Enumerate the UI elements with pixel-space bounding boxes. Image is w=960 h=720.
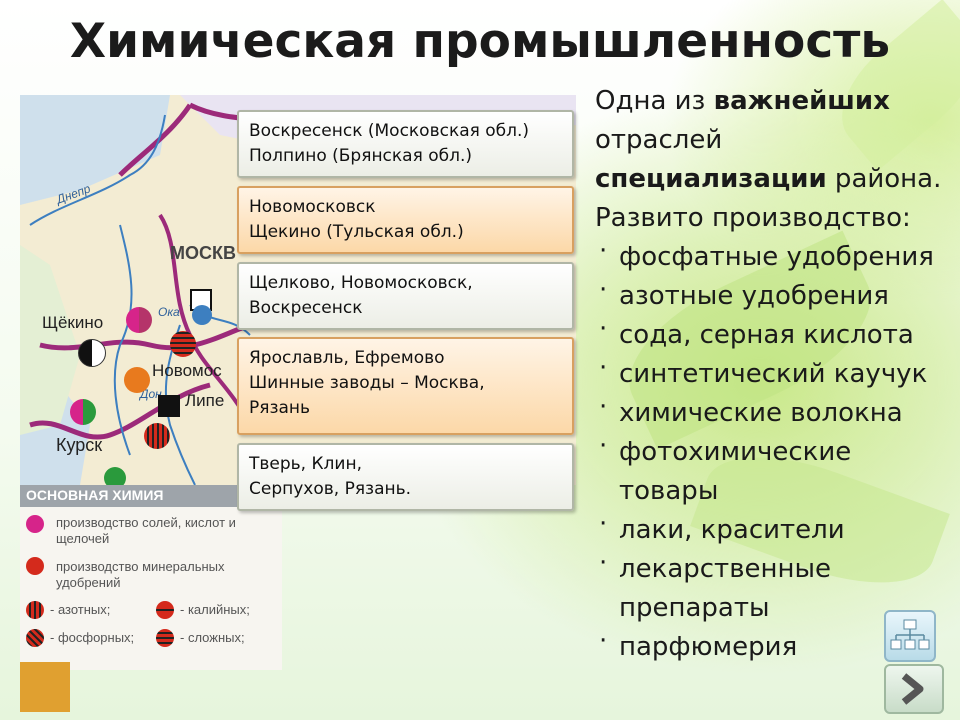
map-marker-salts [126,307,152,333]
sitemap-icon [890,619,930,650]
list-item: химические волокна [595,388,955,433]
map-marker-green [104,467,126,485]
list-item: лекарственные препараты [595,544,869,628]
map-marker-blue [192,305,212,325]
map-label-lipetsk: Липе [185,391,225,410]
map-marker-phosphate [70,399,96,425]
intro-text: района. [826,164,942,194]
city-box-1: Воскресенск (Московская обл.) Полпино (Б… [237,110,574,178]
city-box-line: Новомосковск [249,197,376,217]
list-item: лаки, красители [595,505,955,550]
description-text: Одна из важнейших отраслей специализации… [595,82,955,667]
legend-potash-dot [156,601,174,619]
city-box-line: Ярославль, Ефремово [249,348,445,368]
city-box-line: Рязань [249,398,311,418]
city-box-line: Щелково, Новомосковск, [249,273,473,293]
city-box-4: Ярославль, Ефремово Шинные заводы – Моск… [237,337,574,435]
city-box-line: Воскресенск (Московская обл.) [249,121,530,141]
city-box-line: Щекино (Тульская обл.) [249,222,464,242]
map-legend: ОСНОВНАЯ ХИМИЯ производство солей, кисло… [20,485,282,670]
legend-nitrogen-label: - азотных; [50,602,111,617]
list-item: азотные удобрения [595,271,955,316]
legend-fertilizers-label: производство минеральных удобрений [56,559,225,590]
city-box-2: Новомосковск Щекино (Тульская обл.) [237,186,574,254]
map-marker-orange [124,367,150,393]
list-item: фотохимические товары [595,427,869,511]
intro-bold-specialization: специализации [595,164,827,194]
legend-complex-label: - сложных; [180,630,245,645]
legend-potash-label: - калийных; [180,602,250,617]
city-box-5: Тверь, Клин, Серпухов, Рязань. [237,443,574,511]
list-item: фосфатные удобрения [595,232,955,277]
map-label-shchekino: Щёкино [42,313,104,332]
map-marker-black-white [78,339,106,367]
list-item: парфюмерия [595,622,955,667]
map-label-kursk: Курск [56,435,103,455]
city-box-line: Шинные заводы – Москва, [249,373,485,393]
intro-text: отраслей [595,125,723,155]
legend-fertilizers-dot [26,557,44,575]
map-label-oka: Ока [158,305,180,319]
city-box-3: Щелково, Новомосковск, Воскресенск [237,262,574,330]
developed-heading: Развито производство: [595,203,911,233]
map-label-don: Дон [140,387,162,401]
city-box-line: Полпино (Брянская обл.) [249,146,473,166]
legend-header: ОСНОВНАЯ ХИМИЯ [20,485,282,507]
legend-salts-label: производство солей, кислот и щелочей [56,515,236,546]
map-marker-complex [170,331,196,357]
intro-text: Одна из [595,86,714,116]
city-box-line: Серпухов, Рязань. [249,479,412,499]
map-marker-square [158,395,180,417]
legend-salts-dot [26,515,44,533]
intro-bold-important: важнейших [713,86,890,116]
city-box-line: Тверь, Клин, [249,454,362,474]
map-marker-nitrogen [144,423,170,449]
legend-complex-dot [156,629,174,647]
legend-phosphorus-label: - фосфорных; [50,630,135,645]
map-label-novomosk: Новомос [152,361,222,380]
next-button[interactable] [884,664,944,714]
arrow-right-icon [901,673,924,705]
orange-corner-block [20,662,70,712]
production-list: фосфатные удобрения азотные удобрения со… [595,232,955,667]
intro-paragraph: Одна из важнейших отраслей специализации… [595,82,955,199]
legend-phosphorus-dot [26,629,44,647]
list-item: синтетический каучук [595,349,955,394]
slide-title: Химическая промышленность [69,14,891,69]
map-label-moskva: МОСКВ [170,243,236,263]
city-box-line: Воскресенск [249,298,363,318]
list-item: сода, серная кислота [595,310,955,355]
legend-nitrogen-dot [26,601,44,619]
home-button[interactable] [884,610,936,662]
